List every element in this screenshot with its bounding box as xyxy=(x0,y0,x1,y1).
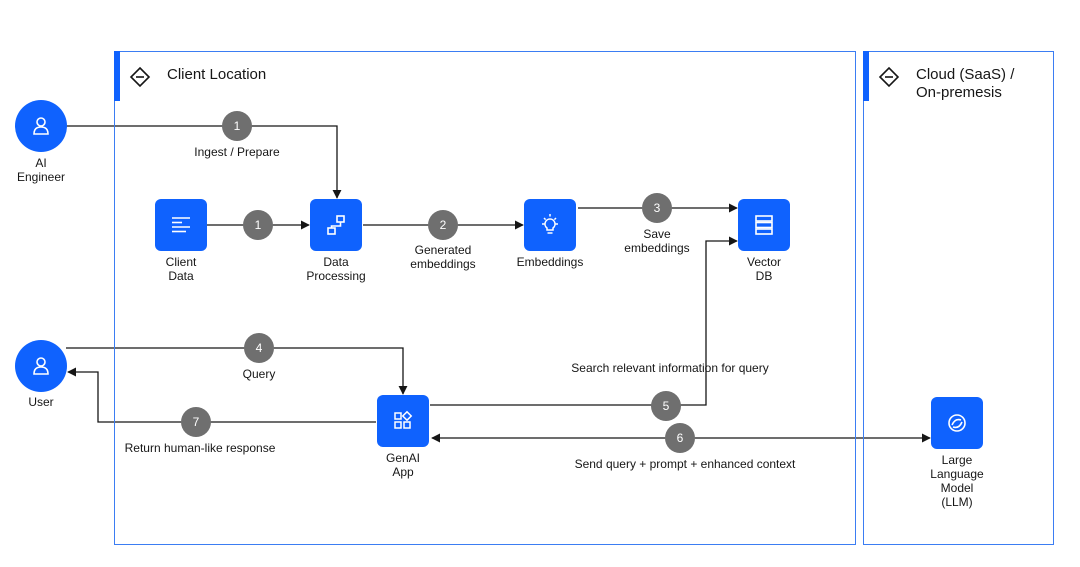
flow-icon xyxy=(327,215,345,235)
data-processing-node xyxy=(310,199,362,251)
step-badge: 2 xyxy=(428,210,458,240)
step-label: Save embeddings xyxy=(624,227,690,255)
step-label: Search relevant information for query xyxy=(571,361,769,375)
step-badge: 6 xyxy=(665,423,695,453)
zone-accent-bar xyxy=(862,50,869,101)
zone-title: Client Location xyxy=(167,66,267,83)
step-badge: 1 xyxy=(222,111,252,141)
user-label: User xyxy=(28,395,54,409)
step-label: Send query + prompt + enhanced context xyxy=(574,457,796,471)
data-processing-label: Data Processing xyxy=(306,255,366,283)
step-label: Query xyxy=(242,367,276,381)
vector-db-label: Vector DB xyxy=(746,255,782,283)
step-badge: 1 xyxy=(243,210,273,240)
zone-accent-bar xyxy=(113,50,120,101)
connector-ingest xyxy=(66,125,342,199)
connector-user-query xyxy=(66,347,408,395)
ai-engineer-label: AI Engineer xyxy=(16,156,66,184)
client-data-node xyxy=(155,199,207,251)
ai-engineer-node xyxy=(15,100,67,152)
vector-db-node xyxy=(738,199,790,251)
llm-label: Large Language Model (LLM) xyxy=(930,453,984,509)
step-badge: 3 xyxy=(642,193,672,223)
lightbulb-icon xyxy=(542,214,558,234)
document-lines-icon xyxy=(172,217,190,233)
step-label: Generated embeddings xyxy=(410,243,476,271)
diamond-location-icon xyxy=(878,66,900,88)
step-badge: 7 xyxy=(181,407,211,437)
step-badge: 4 xyxy=(244,333,274,363)
client-location-zone: Client Location xyxy=(113,50,856,545)
connector-search-vectordb xyxy=(430,236,738,406)
llm-node xyxy=(931,397,983,449)
diamond-location-icon xyxy=(129,66,151,88)
user-node xyxy=(15,340,67,392)
step-badge: 5 xyxy=(651,391,681,421)
zone-title: Cloud (SaaS) / On-premesis xyxy=(916,66,1015,101)
client-data-label: Client Data xyxy=(165,255,197,283)
cloud-zone: Cloud (SaaS) / On-premesis xyxy=(862,50,1054,545)
genai-app-node xyxy=(377,395,429,447)
user-icon xyxy=(33,357,49,375)
database-icon xyxy=(755,215,773,235)
embeddings-node xyxy=(524,199,576,251)
connector-return-response xyxy=(67,367,376,423)
model-swirl-icon xyxy=(948,414,966,432)
step-label: Ingest / Prepare xyxy=(194,145,280,159)
app-grid-icon xyxy=(394,410,413,429)
step-label: Return human-like response xyxy=(124,441,276,455)
genai-app-label: GenAI App xyxy=(385,451,421,479)
user-icon xyxy=(33,117,49,135)
embeddings-label: Embeddings xyxy=(516,255,584,269)
